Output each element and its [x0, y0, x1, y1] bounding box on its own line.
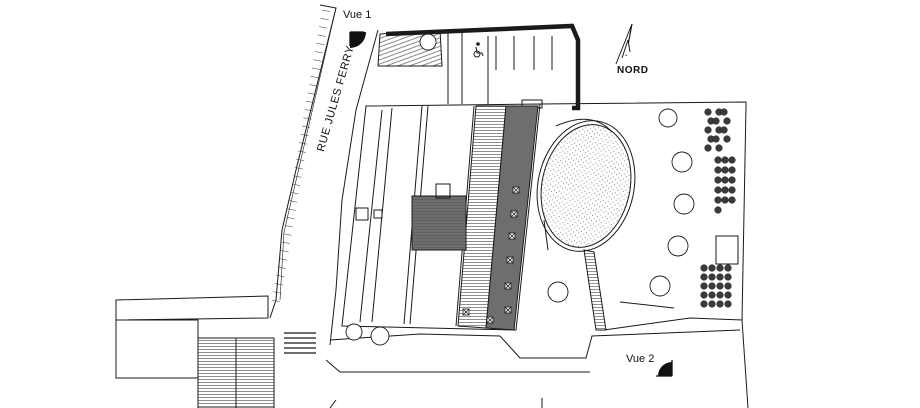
- hedge-shrub: [700, 300, 708, 308]
- hedge-shrub: [721, 186, 729, 194]
- hedge-shrub: [728, 196, 736, 204]
- hedge-shrub: [704, 126, 712, 134]
- hedge-shrub: [714, 186, 722, 194]
- hedge-shrub: [728, 156, 736, 164]
- hedge-shrub: [708, 291, 716, 299]
- hedge-shrub: [715, 144, 723, 152]
- hedge-shrub: [720, 108, 728, 116]
- hedge-shrub: [716, 291, 724, 299]
- hedge-shrub: [700, 273, 708, 281]
- north-arrow-icon: [615, 23, 633, 65]
- main-building: [341, 103, 541, 331]
- hedge-shrub: [714, 166, 722, 174]
- hedge-shrub: [716, 300, 724, 308]
- hedge-shrub: [714, 206, 722, 214]
- camera-view-icon: [349, 31, 366, 48]
- hedge-shrub: [728, 186, 736, 194]
- hedge-shrub: [708, 300, 716, 308]
- street-rue-jules-ferry: [269, 4, 379, 346]
- park-area: [325, 101, 749, 408]
- hedge-shrub: [714, 196, 722, 204]
- view-2-label: Vue 2: [626, 353, 655, 365]
- hedge: [700, 108, 736, 308]
- hedge-shrub: [724, 300, 732, 308]
- oval-courtyard: [536, 118, 636, 331]
- tree: [345, 323, 363, 341]
- tree: [673, 193, 695, 215]
- hedge-shrub: [721, 166, 729, 174]
- camera-view-icon: [656, 360, 673, 377]
- hedge-shrub: [700, 291, 708, 299]
- hedge-shrub: [708, 282, 716, 290]
- left-building-strip: [115, 295, 275, 408]
- hedge-shrub: [721, 156, 729, 164]
- hedge-shrub: [716, 264, 724, 272]
- crosswalk: [284, 332, 316, 354]
- hedge-shrub: [714, 176, 722, 184]
- hedge-shrub: [716, 273, 724, 281]
- hedge-shrub: [712, 135, 720, 143]
- hedge-shrub: [721, 176, 729, 184]
- hedge-shrub: [700, 264, 708, 272]
- tree: [671, 151, 693, 173]
- hedge-shrub: [720, 126, 728, 134]
- hedge-shrub: [723, 117, 731, 125]
- tree: [370, 326, 390, 346]
- hedge-shrub: [721, 196, 729, 204]
- north-label: NORD: [617, 65, 649, 76]
- tree: [419, 33, 437, 51]
- hedge-shrub: [700, 282, 708, 290]
- hedge-shrub: [724, 264, 732, 272]
- hedge-shrub: [728, 176, 736, 184]
- hedge-shrub: [708, 264, 716, 272]
- hedge-shrub: [714, 156, 722, 164]
- hedge-shrub: [724, 291, 732, 299]
- hedge-shrub: [712, 117, 720, 125]
- tree: [547, 281, 569, 303]
- view-1-label: Vue 1: [343, 9, 372, 21]
- hedge-shrub: [724, 273, 732, 281]
- trees: [345, 33, 695, 346]
- tree: [649, 275, 671, 297]
- hedge-shrub: [704, 108, 712, 116]
- hedge-shrub: [723, 135, 731, 143]
- hedge-shrub: [704, 144, 712, 152]
- tree: [667, 235, 689, 257]
- tree: [658, 108, 678, 128]
- top-parking: [377, 23, 581, 111]
- hedge-shrub: [716, 282, 724, 290]
- hedge-shrub: [728, 166, 736, 174]
- wheelchair-icon: [473, 42, 484, 58]
- hedge-shrub: [708, 273, 716, 281]
- hedge-shrub: [724, 282, 732, 290]
